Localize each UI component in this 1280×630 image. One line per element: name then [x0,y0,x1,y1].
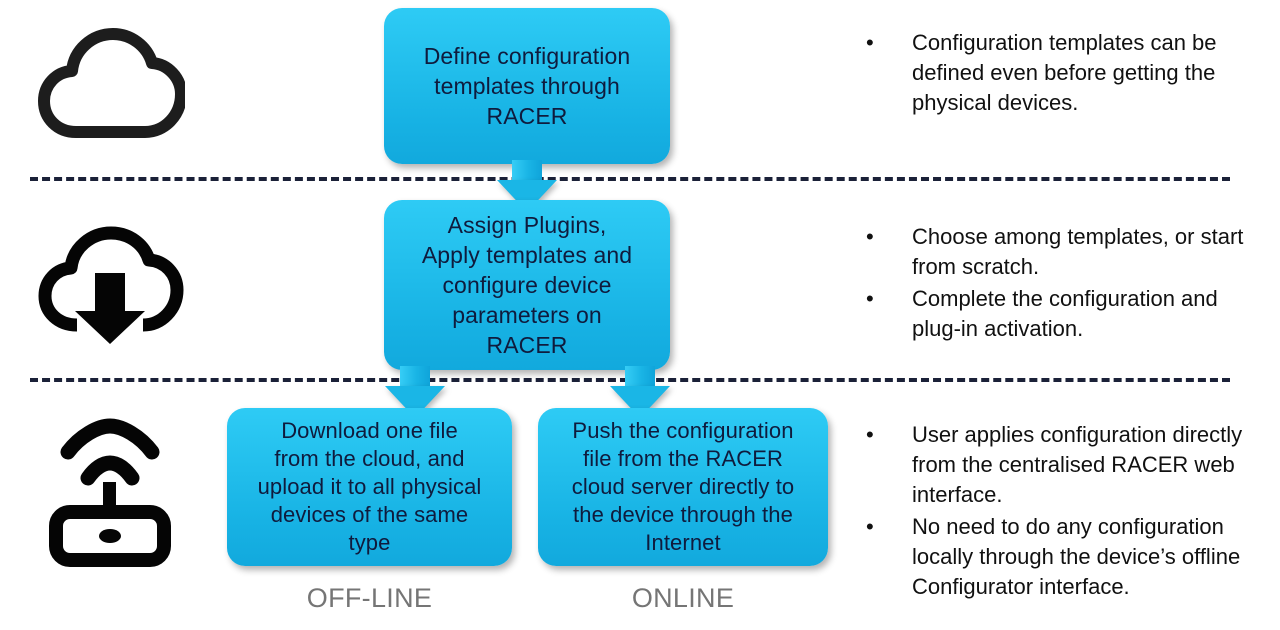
flow-box-push-online[interactable]: Push the configuration file from the RAC… [538,408,828,566]
arrow-stem [625,366,655,388]
bullet-list-3: • User applies configuration directly fr… [860,420,1260,604]
list-item: • No need to do any configuration locall… [860,512,1260,602]
list-item: • Choose among templates, or start from … [860,222,1260,282]
bullet-text: User applies configuration directly from… [912,422,1243,507]
arrow-stem [400,366,430,388]
bullet-list-1: • Configuration templates can be defined… [860,28,1260,120]
bullet-point-icon: • [866,30,874,55]
list-item: • Configuration templates can be defined… [860,28,1260,118]
bullet-point-icon: • [866,422,874,447]
flow-box-assign-plugins-label: Assign Plugins, Apply templates and conf… [421,212,633,358]
bullet-point-icon: • [866,224,874,249]
flow-box-push-online-label: Push the configuration file from the RAC… [571,418,795,555]
caption-online: ONLINE [631,583,735,613]
caption-offline: OFF-LINE [306,583,433,613]
cloud-download-icon [22,212,198,362]
list-item: • Complete the configuration and plug-in… [860,284,1260,344]
flow-box-download-offline-label: Download one file from the cloud, and up… [257,418,482,555]
flow-box-define-templates-label: Define configuration templates through R… [423,43,631,129]
flow-box-define-templates[interactable]: Define configuration templates through R… [384,8,670,164]
wifi-router-icon [22,412,198,572]
bullet-text: No need to do any configuration locally … [912,514,1241,599]
bullet-point-icon: • [866,286,874,311]
arrow-stem [512,160,542,182]
flow-box-assign-plugins[interactable]: Assign Plugins, Apply templates and conf… [384,200,670,370]
bullet-text: Complete the configuration and plug-in a… [912,286,1218,341]
bullet-point-icon: • [866,514,874,539]
bullet-list-2: • Choose among templates, or start from … [860,222,1260,346]
bullet-text: Choose among templates, or start from sc… [912,224,1244,279]
list-item: • User applies configuration directly fr… [860,420,1260,510]
cloud-icon [22,14,198,162]
flow-box-download-offline[interactable]: Download one file from the cloud, and up… [227,408,512,566]
bullet-text: Configuration templates can be defined e… [912,30,1217,115]
divider-line-1 [30,177,1230,181]
